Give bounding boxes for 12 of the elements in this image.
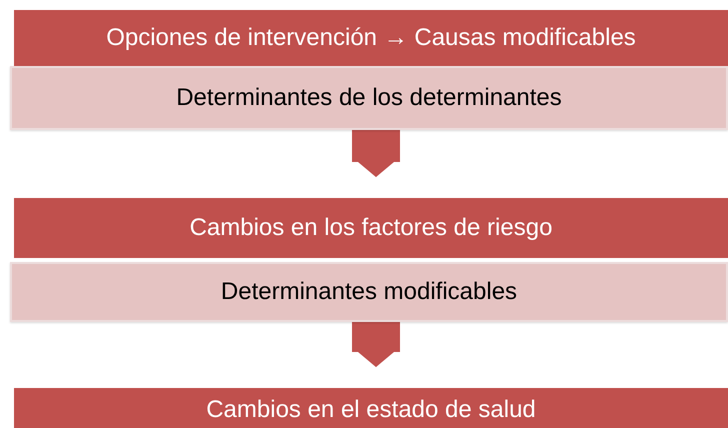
band-label: Cambios en los factores de riesgo (190, 214, 552, 242)
band-label: Determinantes modificables (220, 278, 518, 306)
header-band (14, 388, 728, 428)
band-label: Opciones de intervención → Causas modificables (106, 24, 636, 52)
subheader-band (10, 66, 728, 130)
subheader-band (10, 262, 728, 322)
band-label: Cambios en el estado de salud (206, 396, 536, 424)
header-band (14, 10, 728, 66)
band-label: Determinantes de los determinantes (176, 84, 562, 112)
header-band (14, 198, 728, 258)
block-arrow (352, 322, 400, 368)
block-arrow (352, 130, 400, 178)
